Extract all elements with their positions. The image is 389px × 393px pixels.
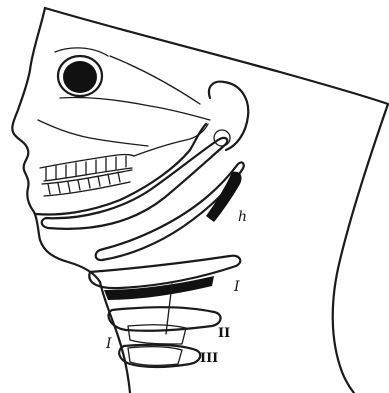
label-arch-I: I — [233, 279, 240, 295]
label-arch-II: II — [218, 326, 230, 341]
arch-III-hatched — [128, 347, 182, 366]
arch-I — [89, 256, 240, 288]
neck-back-outline — [333, 104, 388, 393]
eye-dark — [63, 61, 97, 93]
mandible-ramus — [134, 124, 208, 156]
zygomatic-arch — [60, 97, 210, 120]
arch-II — [108, 307, 220, 331]
label-cleft-I: I — [105, 336, 112, 352]
upper-teeth — [40, 155, 134, 182]
temporal-line — [110, 56, 200, 104]
maxilla-line — [38, 120, 148, 146]
cervical-dark-stripe — [206, 172, 242, 222]
label-arch-III: III — [200, 351, 218, 366]
brow-ridge — [55, 48, 108, 56]
arch-II-hatched — [128, 325, 186, 344]
label-h: h — [238, 209, 247, 225]
